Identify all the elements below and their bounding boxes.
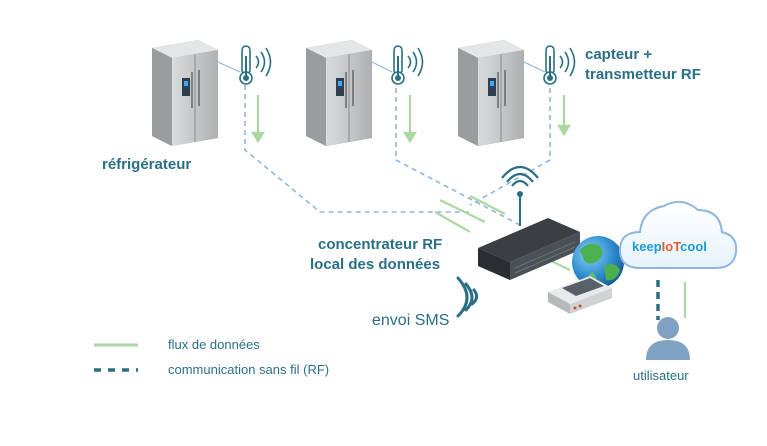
rf-link-fridge-2 <box>395 88 521 226</box>
thermometer-icon <box>543 45 557 85</box>
wifi-signal-icon <box>407 47 424 77</box>
thermometer-icon <box>391 45 405 85</box>
brand-part-iot: IoT <box>661 239 681 254</box>
legend-item-rf: communication sans fil (RF) <box>168 362 330 377</box>
fridge-icon <box>458 40 524 146</box>
wifi-signal-icon <box>559 47 576 77</box>
wifi-signal-icon <box>255 47 272 77</box>
brand-part-cool: cool <box>680 239 707 254</box>
fridge-icon <box>306 40 372 146</box>
modem-icon <box>548 276 612 314</box>
brand-logo: keepIoTcool <box>632 239 707 254</box>
cloud-icon <box>618 200 738 269</box>
brand-part-keep: keep <box>632 239 662 254</box>
rf-link-fridge-1 <box>244 85 470 213</box>
wifi-signal-icon <box>501 165 539 187</box>
label-sensor-line1: capteur + <box>585 46 653 63</box>
rf-link-fridge-3 <box>469 88 551 206</box>
user-icon <box>646 317 690 360</box>
label-hub-line2: local des données <box>310 256 441 273</box>
sensor-connectors <box>217 61 546 73</box>
label-user: utilisateur <box>633 368 689 383</box>
router-icon <box>478 191 580 280</box>
globe-icon <box>572 236 624 288</box>
legend-item-data-flow: flux de données <box>168 337 260 352</box>
fridge-icon <box>152 40 218 146</box>
label-refrigerator: réfrigérateur <box>102 156 192 173</box>
thermometer-icon <box>239 45 253 85</box>
label-sms: envoi SMS <box>372 312 450 329</box>
label-hub-line1: concentrateur RF <box>318 236 443 253</box>
rf-links <box>244 85 551 226</box>
label-sensor-line2: transmetteur RF <box>585 66 701 83</box>
sms-signal-icon <box>456 276 479 318</box>
